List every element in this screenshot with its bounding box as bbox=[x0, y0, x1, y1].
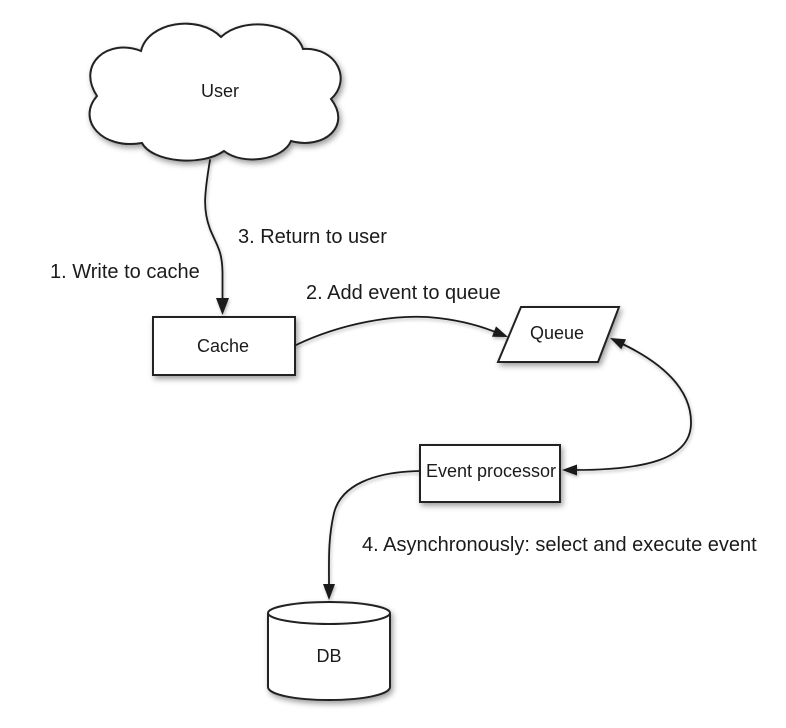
db-cylinder-body-shape bbox=[267, 613, 391, 702]
db-cylinder-top-shape bbox=[267, 601, 391, 625]
arrow-event-processor-to-db bbox=[328, 470, 420, 585]
arrowhead-into-event-processor bbox=[562, 464, 577, 476]
diagram-shapes bbox=[88, 22, 621, 702]
arrowhead-into-cache bbox=[216, 298, 229, 315]
arrowhead-into-queue-left bbox=[492, 326, 508, 337]
user-node-label: User bbox=[200, 81, 240, 102]
arrow-queue-event-processor-bidirectional bbox=[573, 340, 692, 471]
step-1-label: 1. Write to cache bbox=[50, 261, 200, 283]
event-processor-node-label: Event processor bbox=[425, 461, 557, 482]
arrow-cache-to-queue bbox=[295, 315, 501, 346]
queue-node-label: Queue bbox=[529, 323, 585, 344]
step-3-label: 3. Return to user bbox=[238, 226, 387, 248]
cache-node-label: Cache bbox=[196, 336, 250, 357]
arrowhead-into-queue-right bbox=[610, 338, 626, 350]
queue-parallelogram-shape bbox=[496, 306, 621, 363]
arrow-user-to-cache bbox=[204, 159, 224, 300]
step-4-label: 4. Asynchronously: select and execute ev… bbox=[362, 534, 757, 556]
step-2-label: 2. Add event to queue bbox=[306, 282, 501, 304]
event-processor-box-shape bbox=[419, 444, 561, 503]
user-cloud-shape bbox=[88, 22, 342, 162]
arrowhead-into-db bbox=[323, 584, 335, 600]
diagram-edges bbox=[204, 159, 692, 600]
cache-box-shape bbox=[152, 316, 296, 376]
db-node-label: DB bbox=[316, 646, 342, 667]
